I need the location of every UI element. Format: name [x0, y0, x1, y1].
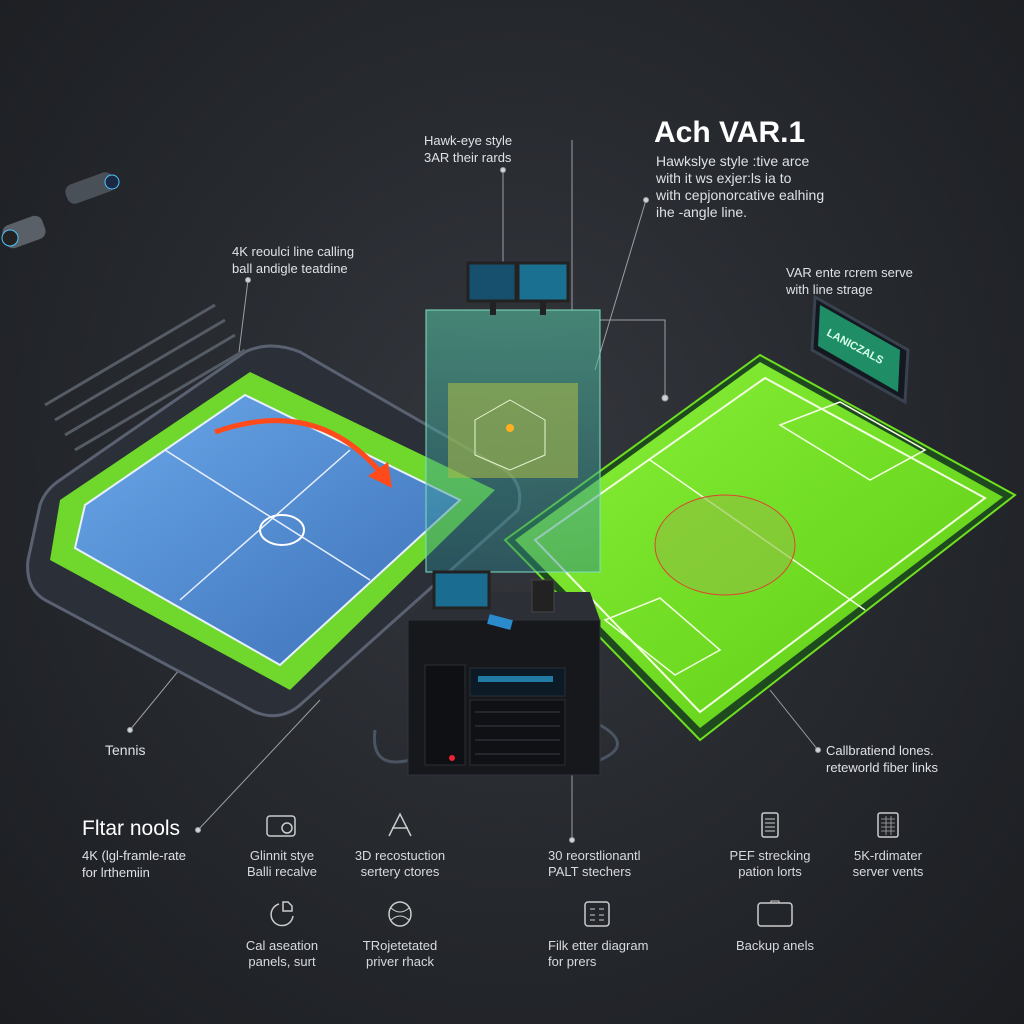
feature-label: priver rhack: [366, 954, 434, 969]
feature-label: panels, surt: [248, 954, 316, 969]
backup-icon: [757, 900, 793, 927]
replay-monitors: [466, 261, 570, 315]
subtitle-line: for lrthemiin: [82, 865, 150, 880]
feature-label: TRojetetated: [362, 938, 438, 953]
server-grid-icon: [877, 812, 899, 838]
feature-label: Filk etter diagram: [548, 938, 649, 953]
header-description: Hawkslye style :tive arce with it ws exj…: [656, 153, 824, 221]
callout-line-calling: 4K reoulci line calling ball andigle tea…: [232, 243, 354, 277]
callout-line: VAR ente rcrem serve: [786, 265, 913, 280]
description-line: with cepjonorcative ealhing: [656, 187, 825, 203]
fiber-diagram-icon: [584, 901, 610, 927]
glass-panel: [425, 309, 601, 573]
description-line: with it ws exjer:ls ia to: [656, 170, 792, 186]
feature-label: for prers: [548, 954, 597, 969]
feature-item: Backup anels: [705, 900, 845, 954]
callout-line: 4K reoulci line calling: [232, 244, 355, 259]
document-icon: [761, 812, 779, 838]
feature-label: PALT stechers: [548, 864, 632, 879]
callout-lines: [127, 140, 821, 843]
feature-label: Glinnit stye: [249, 848, 315, 863]
feature-label: 3D recostuction: [354, 848, 446, 863]
callout-line: 3AR their rards: [424, 150, 512, 165]
callout-hawkeye: Hawk-eye style 3AR their rards: [424, 132, 512, 166]
subtitle-line: 4K (lgl-framle-rate: [82, 848, 187, 863]
features-subtitle: 4K (lgl-framle-rate for lrthemiin: [82, 847, 186, 881]
bleachers: [44, 303, 246, 452]
page-title: Ach VAR.1: [654, 116, 806, 149]
callout-line: with line strage: [786, 282, 873, 297]
camera-icon: [1, 172, 120, 249]
feature-label: Cal aseation: [245, 938, 319, 953]
soccer-field: [503, 353, 1017, 742]
callout-line: ball andigle teatdine: [232, 261, 348, 276]
feature-label: server vents: [852, 864, 924, 879]
feature-label: pation lorts: [738, 864, 802, 879]
callout-line: Callbratiend lones.: [826, 743, 934, 758]
triangulation-icon: [388, 812, 412, 837]
feature-label: Backup anels: [735, 938, 815, 953]
feature-label: Balli recalve: [246, 864, 318, 879]
callout-calibrated: Callbratiend lones. reteworld fiber link…: [826, 742, 938, 776]
description-line: Hawkslye style :tive arce: [656, 153, 810, 169]
feature-label: sertery ctores: [360, 864, 440, 879]
callout-var-server: VAR ente rcrem serve with line strage: [786, 264, 913, 298]
feature-label: PEF strecking: [729, 848, 811, 863]
feature-label: 5K-rdimater: [854, 848, 922, 863]
callout-line: Hawk-eye style: [424, 133, 513, 148]
calibration-icon: [270, 901, 294, 927]
callout-tennis: Tennis: [105, 742, 146, 758]
trajectory-icon: [388, 901, 412, 927]
feature-label: 30 reorstlionantl: [548, 848, 641, 863]
tennis-stadium: [26, 344, 522, 718]
features-title: Fltar nools: [82, 817, 181, 840]
callout-line: reteworld fiber links: [826, 760, 938, 775]
description-line: ihe -angle line.: [656, 204, 748, 220]
camera-icon: [266, 815, 296, 837]
var-server: [372, 570, 619, 776]
scoreboard: LANICZALS: [810, 294, 910, 405]
